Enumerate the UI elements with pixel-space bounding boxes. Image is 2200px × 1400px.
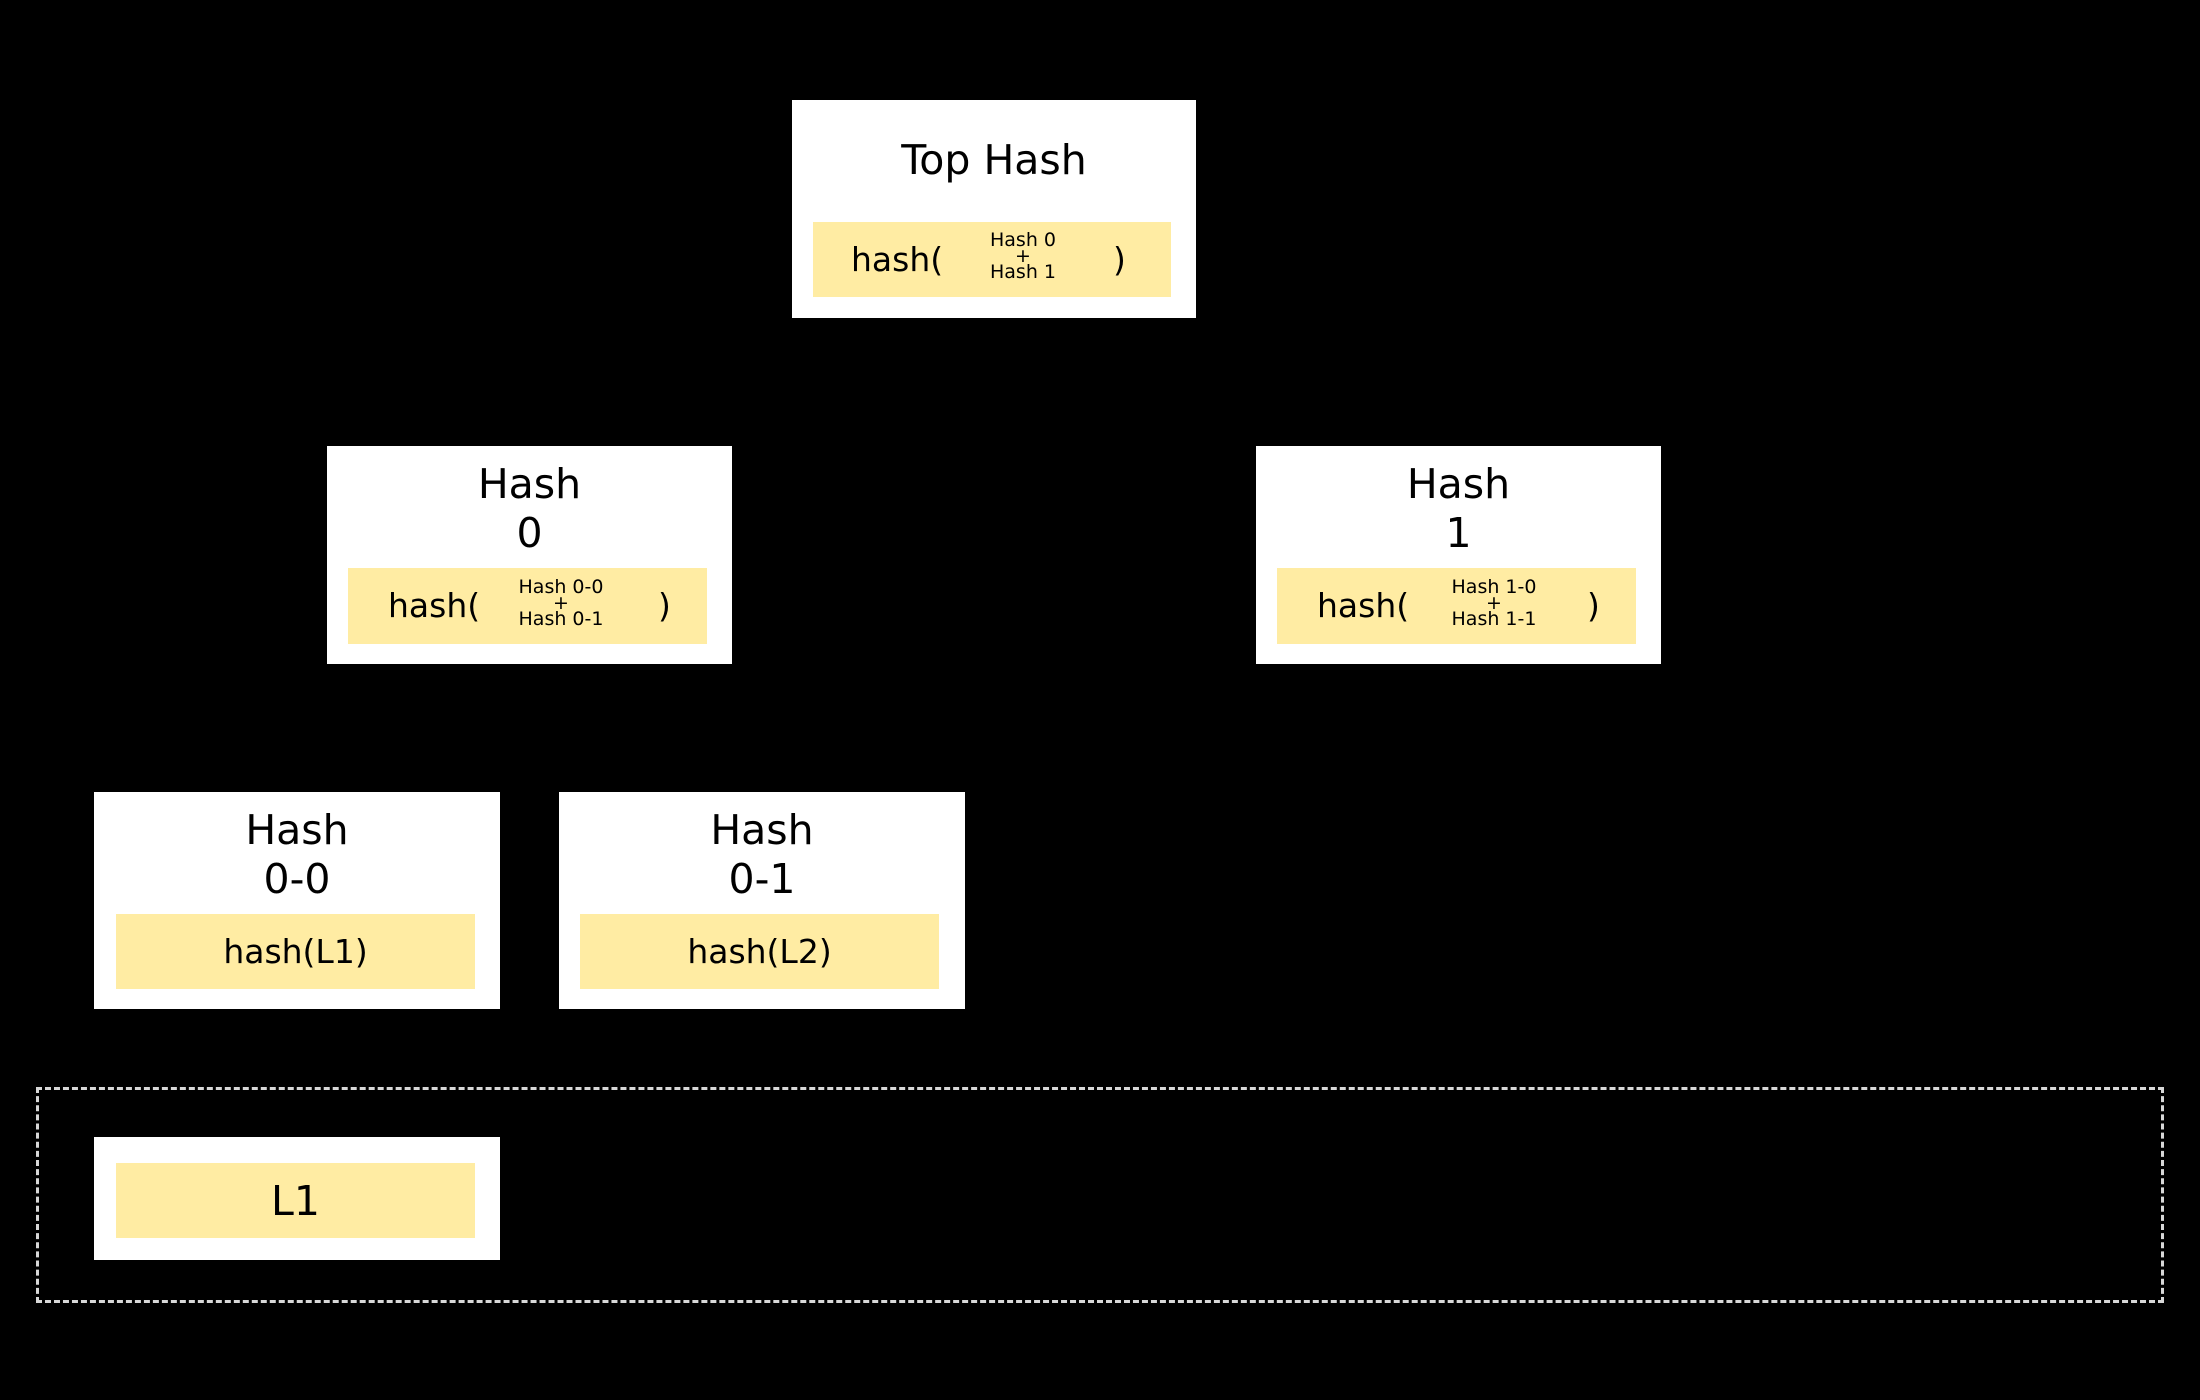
top-hash-operand-b: Hash 1 xyxy=(990,261,1056,283)
hash-1-title: Hash 1 xyxy=(1256,460,1661,558)
top-hash-plus: + xyxy=(1015,245,1031,267)
hash-0-1-title: Hash 0-1 xyxy=(559,806,965,904)
top-hash-close: ) xyxy=(1113,239,1126,279)
arrowhead-hash00 xyxy=(291,1009,302,1017)
hash-0-plus: + xyxy=(553,592,569,614)
hash-0-1-value: hash(L2) xyxy=(687,931,832,971)
hash-0-0-title-line1: Hash xyxy=(245,806,349,854)
hash-0-0-node: Hash 0-0 hash(L1) xyxy=(94,792,500,1009)
hash-0-close: ) xyxy=(658,586,671,625)
hash-1-title-line2: 1 xyxy=(1445,509,1472,557)
hash-0-0-title: Hash 0-0 xyxy=(94,806,500,904)
hash-1-operands: Hash 1-0 + Hash 1-1 xyxy=(1444,576,1544,630)
hash-0-formula: hash( Hash 0-0 + Hash 0-1 ) xyxy=(348,568,707,644)
hash-0-operand-b: Hash 0-1 xyxy=(518,608,604,630)
hash-1-close: ) xyxy=(1587,586,1600,625)
hash-1-operand-b: Hash 1-1 xyxy=(1451,608,1537,630)
leaf-l1-node: L1 xyxy=(94,1137,500,1260)
leaf-l1-value-box: L1 xyxy=(116,1163,475,1238)
hash-1-fn: hash( xyxy=(1317,586,1410,625)
hash-0-1-title-line2: 0-1 xyxy=(728,855,796,903)
top-hash-operands: Hash 0 + Hash 1 xyxy=(988,229,1058,283)
hash-0-0-value-box: hash(L1) xyxy=(116,914,475,989)
hash-0-0-title-line2: 0-0 xyxy=(263,855,331,903)
hash-0-1-value-box: hash(L2) xyxy=(580,914,939,989)
top-hash-fn: hash( xyxy=(851,239,944,279)
hash-0-node: Hash 0 hash( Hash 0-0 + Hash 0-1 ) xyxy=(327,446,732,664)
hash-0-title-line1: Hash xyxy=(477,460,582,508)
hash-0-1-node: Hash 0-1 hash(L2) xyxy=(559,792,965,1009)
hash-1-node: Hash 1 hash( Hash 1-0 + Hash 1-1 ) xyxy=(1256,446,1661,664)
hash-1-plus: + xyxy=(1486,592,1502,614)
hash-1-title-line1: Hash xyxy=(1406,460,1511,508)
hash-0-operands: Hash 0-0 + Hash 0-1 xyxy=(511,576,611,630)
hash-0-1-title-line1: Hash xyxy=(710,806,814,854)
top-hash-operand-a: Hash 0 xyxy=(990,229,1056,251)
top-hash-title: Top Hash xyxy=(901,136,1087,184)
top-hash-formula: hash( Hash 0 + Hash 1 ) xyxy=(813,222,1171,297)
data-blocks-region xyxy=(36,1087,2164,1303)
hash-0-operand-a: Hash 0-0 xyxy=(518,576,604,598)
hash-0-fn: hash( xyxy=(388,586,481,625)
hash-0-title: Hash 0 xyxy=(327,460,732,558)
leaf-l1-value: L1 xyxy=(271,1176,320,1225)
hash-0-title-line2: 0 xyxy=(516,509,543,557)
hash-1-formula: hash( Hash 1-0 + Hash 1-1 ) xyxy=(1277,568,1636,644)
top-hash-node: Top Hash hash( Hash 0 + Hash 1 ) xyxy=(792,100,1196,318)
hash-0-0-value: hash(L1) xyxy=(223,931,368,971)
hash-1-operand-a: Hash 1-0 xyxy=(1451,576,1537,598)
